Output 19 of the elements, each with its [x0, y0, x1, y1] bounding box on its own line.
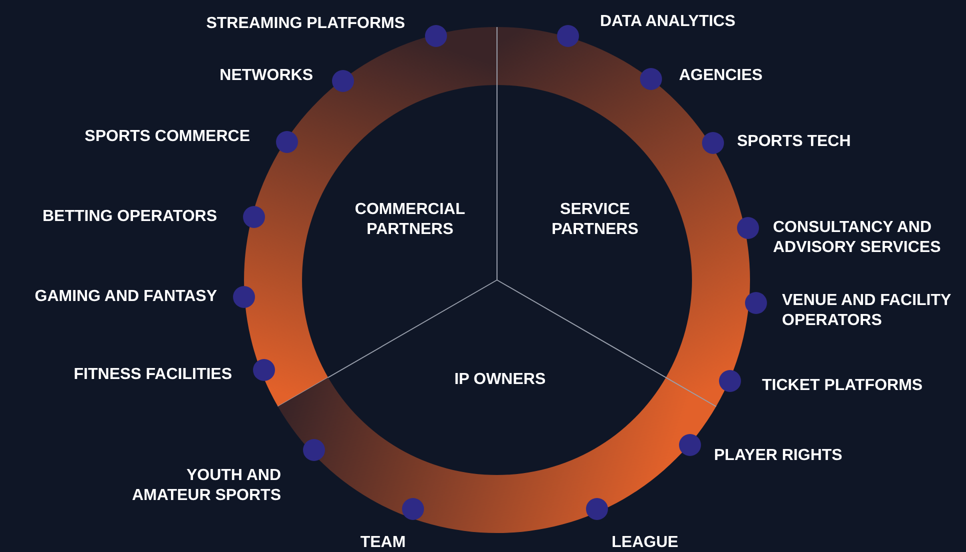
item-label: LEAGUE: [585, 533, 705, 552]
item-label: STREAMING PLATFORMS: [206, 14, 405, 34]
item-label: SPORTS COMMERCE: [84, 127, 250, 147]
item-label: PLAYER RIGHTS: [714, 446, 842, 466]
item-label: BETTING OPERATORS: [42, 207, 217, 227]
item-label: DATA ANALYTICS: [600, 12, 736, 32]
item-label: NETWORKS: [220, 66, 313, 86]
item-label: YOUTH AND AMATEUR SPORTS: [131, 466, 281, 506]
item-label: FITNESS FACILITIES: [74, 365, 232, 385]
item-label: TICKET PLATFORMS: [762, 376, 923, 396]
sector-label: COMMERCIAL PARTNERS: [340, 200, 480, 240]
item-label: TEAM: [323, 533, 443, 552]
item-label: SPORTS TECH: [737, 132, 851, 152]
sector-label: IP OWNERS: [430, 370, 570, 390]
item-label: VENUE AND FACILITY OPERATORS: [782, 291, 964, 331]
item-label: AGENCIES: [679, 66, 763, 86]
item-label: CONSULTANCY AND ADVISORY SERVICES: [773, 218, 963, 258]
sector-label: SERVICE PARTNERS: [540, 200, 650, 240]
item-label: GAMING AND FANTASY: [34, 287, 217, 307]
